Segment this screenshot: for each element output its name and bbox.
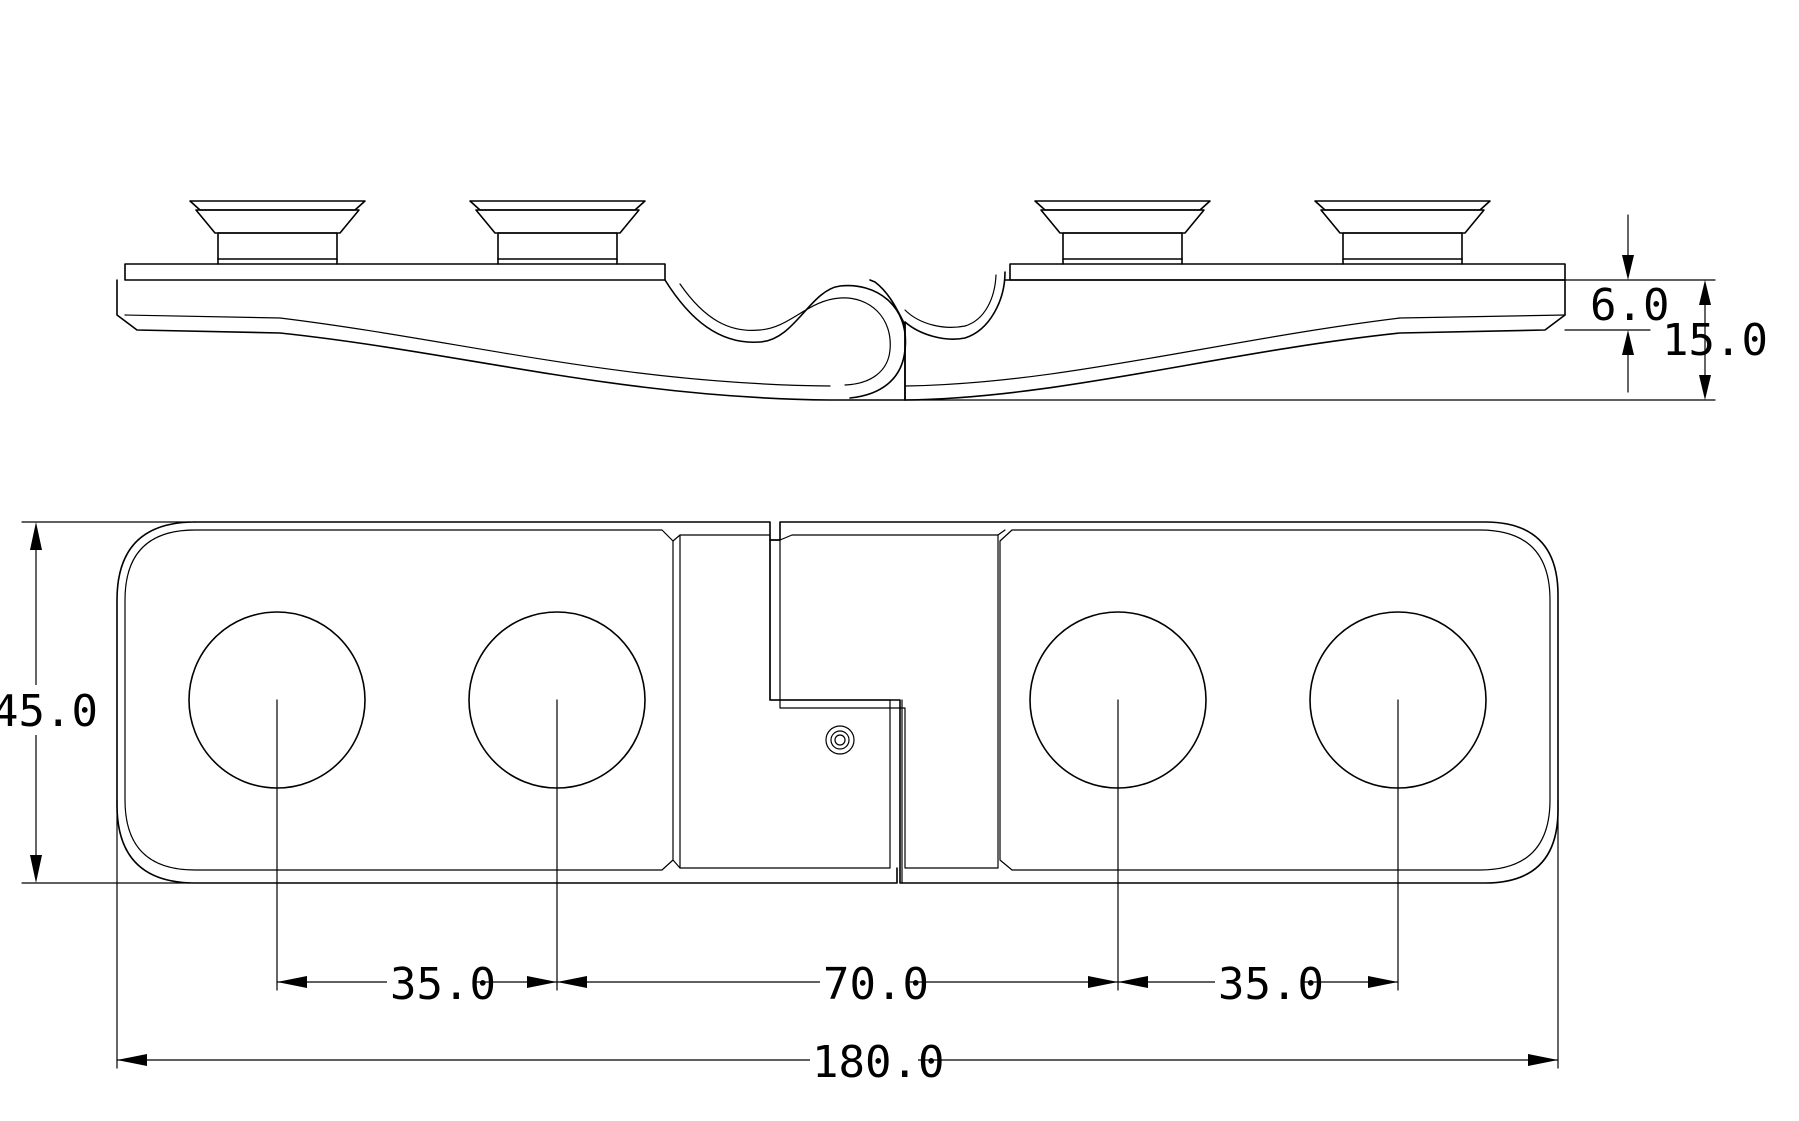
- hinge-wave-inner: [679, 283, 891, 386]
- right-panel: [999, 529, 1551, 871]
- suction-cup-side-1: [189, 200, 366, 265]
- dimension-spacing-middle: 70.0: [823, 959, 929, 1010]
- side-view: 6.0 15.0: [116, 200, 1768, 401]
- width-label-bg: [0, 685, 78, 735]
- right-plate-body: [904, 279, 1566, 401]
- right-hinge-cup-inner: [904, 274, 997, 328]
- left-plate-inner: [124, 314, 831, 387]
- height-dimensions: [904, 214, 1716, 401]
- spacing-right-bg: [1215, 958, 1301, 1008]
- left-panel: [124, 529, 674, 871]
- top-view: 45.0 35.0 70.0 35.0 180.0: [0, 521, 1559, 1088]
- dimension-height-total: 15.0: [1662, 315, 1768, 366]
- spacing-middle-bg: [820, 958, 906, 1008]
- suction-cup-side-3: [1034, 200, 1211, 265]
- spacing-left-bg: [387, 958, 473, 1008]
- length-label-bg: [810, 1036, 918, 1086]
- dimension-length-total: 180.0: [812, 1037, 944, 1088]
- right-plate-top: [1009, 263, 1566, 281]
- dimension-spacing-left: 35.0: [390, 959, 496, 1010]
- suction-cup-side-4: [1314, 200, 1491, 265]
- suction-cup-side-2: [469, 200, 646, 265]
- left-plate-body: [116, 279, 906, 401]
- center-step: [779, 534, 999, 869]
- screw-hole: [825, 725, 855, 755]
- dimension-spacing-right: 35.0: [1218, 959, 1324, 1010]
- right-hinge-cup: [904, 271, 1006, 340]
- top-outline-outer: [194, 521, 1559, 884]
- dimension-height-top: 6.0: [1590, 280, 1669, 331]
- extension-lines: [21, 521, 1559, 1069]
- right-plate-inner: [904, 314, 1566, 387]
- left-strip: [672, 534, 891, 869]
- dimension-width: 45.0: [0, 686, 98, 737]
- hinge-wave-outer: [664, 279, 907, 399]
- left-plate-top: [124, 263, 666, 281]
